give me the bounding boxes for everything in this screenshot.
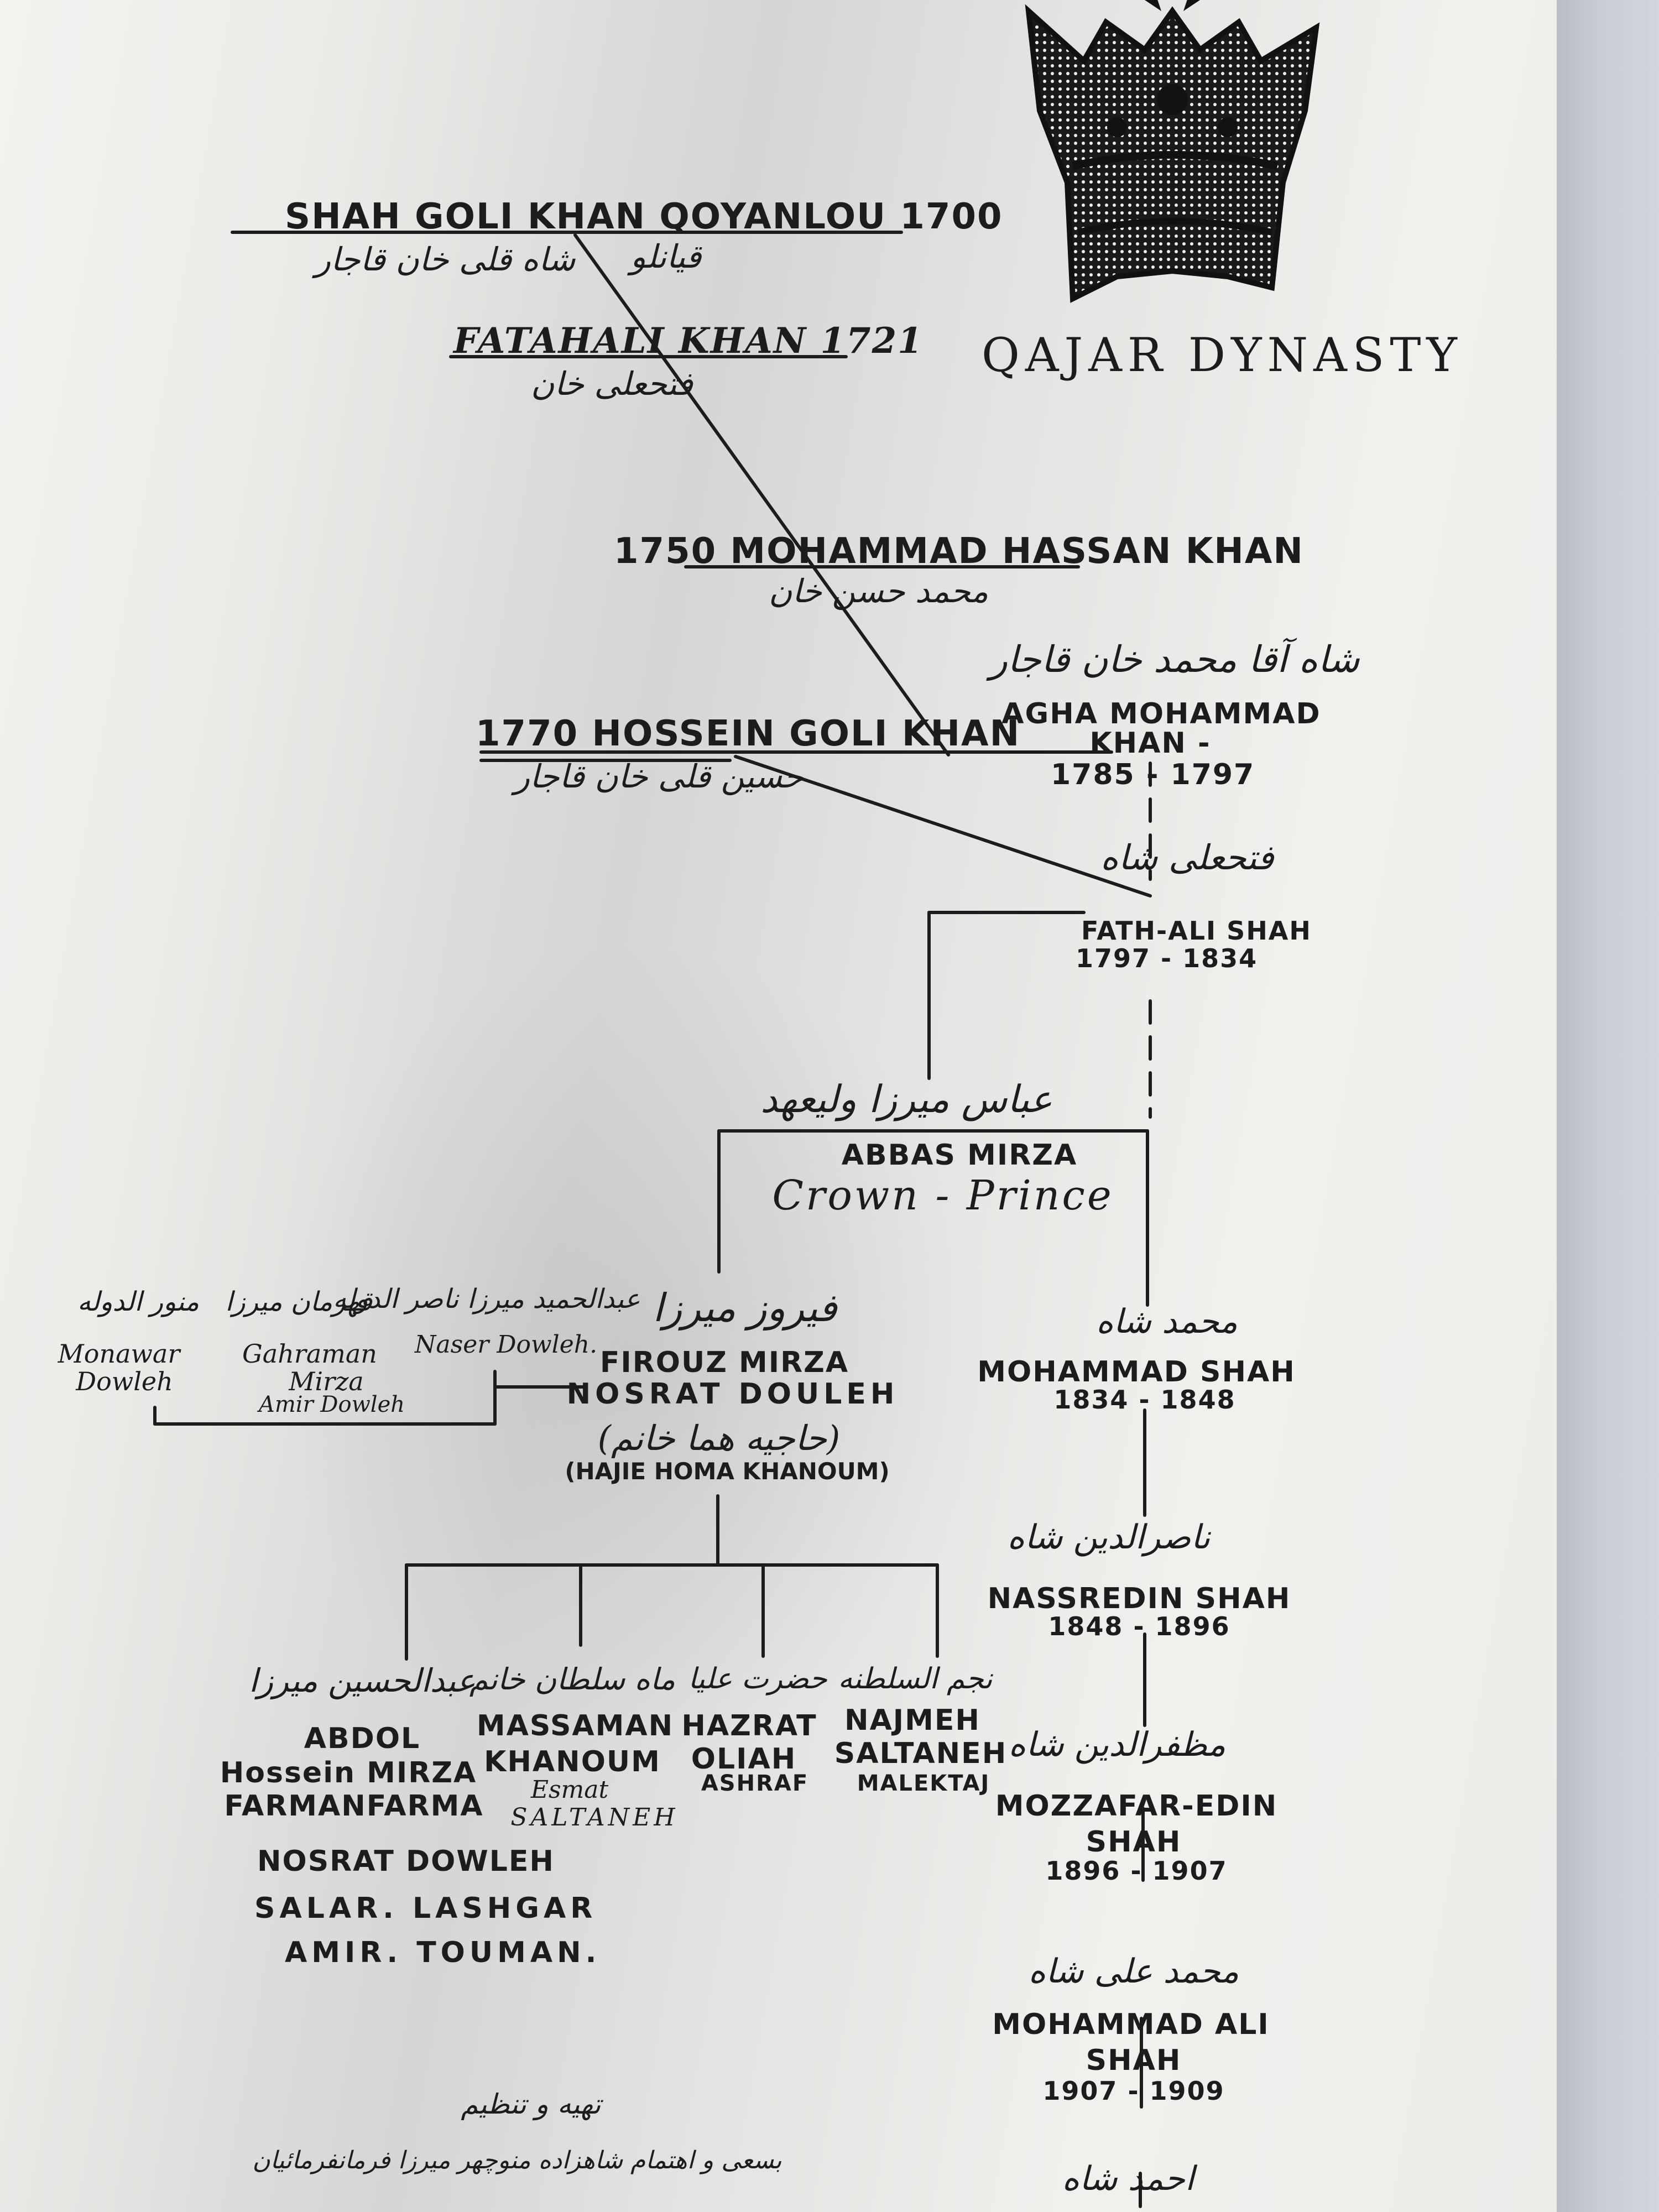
massaman-khanoum-line3: Esmat	[530, 1776, 609, 1804]
hazrat-oliah-persian: حضرت علیا	[688, 1662, 827, 1695]
naser-dowleh-persian: عبدالحمید میرزا ناصر الدوله	[333, 1284, 640, 1314]
mozzafar-edin-shah-persian: مظفرالدین شاه	[1008, 1725, 1226, 1764]
mozzafar-edin-shah-years: 1896 - 1907	[1045, 1856, 1228, 1886]
abdol-hossein-line1: ABDOL	[304, 1722, 421, 1755]
gahraman-mirza-line1: Gahraman	[242, 1339, 377, 1369]
ancestor-hossein-goli-khan-persian: حسین قلی خان قاجار	[514, 758, 804, 795]
abdol-title-3: AMIR. TOUMAN.	[285, 1936, 601, 1969]
abdol-title-2: SALAR. LASHGAR	[254, 1892, 597, 1925]
firouz-wife-persian: (حاجیه هما خانم)	[597, 1418, 841, 1458]
mohammad-ali-shah-name: MOHAMMAD ALI	[992, 2008, 1270, 2041]
abbas-mirza-name: ABBAS MIRZA	[841, 1139, 1078, 1172]
ancestor-shah-goli-khan: SHAH GOLI KHAN QOYANLOU 1700	[285, 196, 1003, 237]
abdol-title-1: NOSRAT DOWLEH	[257, 1845, 555, 1878]
diagram-title: QAJAR DYNASTY	[982, 328, 1463, 382]
mohammad-shah-years: 1834 - 1848	[1053, 1385, 1236, 1415]
mohammad-shah-name: MOHAMMAD SHAH	[977, 1355, 1296, 1389]
gahraman-mirza-persian: قهرمان میرزا	[225, 1286, 372, 1317]
footer-persian-line2: بسعی و اهتمام شاهزاده منوچهر میرزا فرمان…	[252, 2146, 782, 2174]
ahmad-shah-persian: احمد شاه	[1062, 2159, 1194, 2198]
mozzafar-edin-shah-name: MOZZAFAR-EDIN	[995, 1790, 1278, 1823]
ancestor-mohammad-hassan-khan-persian: محمد حسن خان	[769, 572, 989, 610]
crown-emblem-icon	[1025, 0, 1320, 303]
firouz-wife-name: (HAJIE HOMA KHANOUM)	[565, 1458, 890, 1485]
mohammad-shah-persian: محمد شاه	[1095, 1302, 1238, 1341]
fath-ali-shah-name: FATH-ALI SHAH	[1081, 916, 1312, 946]
page-shadow	[276, 940, 995, 1770]
hazrat-oliah-line3: ASHRAF	[701, 1771, 809, 1796]
ancestor-shah-goli-khan-persian: شاه قلی خان قاجار	[315, 241, 576, 278]
abbas-mirza-subtitle: Crown - Prince	[772, 1172, 1114, 1219]
mohammad-ali-shah-years: 1907 - 1909	[1042, 2076, 1225, 2106]
najmeh-saltaneh-line3: MALEKTAJ	[857, 1771, 990, 1796]
ancestor-qoyanlou-persian: قیانلو	[630, 238, 702, 275]
naser-dowleh-line1: Naser Dowleh.	[414, 1331, 598, 1359]
ancestor-fatahali-khan-persian: فتحعلی خان	[531, 365, 693, 403]
ancestor-mohammad-hassan-khan: 1750 MOHAMMAD HASSAN KHAN	[614, 531, 1304, 572]
massaman-khanoum-line1: MASSAMAN	[476, 1709, 674, 1743]
najmeh-saltaneh-persian: نجم السلطنه	[838, 1662, 993, 1695]
firouz-mirza-persian: فیروز میرزا	[653, 1285, 837, 1331]
fath-ali-shah-persian: فتحعلی شاه	[1100, 837, 1274, 878]
agha-mohammad-khan-name-line1: AGHA MOHAMMAD	[1001, 697, 1321, 731]
book-spine	[1557, 0, 1659, 2212]
hazrat-oliah-line1: HAZRAT	[681, 1709, 817, 1743]
massaman-khanoum-persian: ماه سلطان خانم	[469, 1662, 676, 1697]
ancestor-hossein-goli-khan: 1770 HOSSEIN GOLI KHAN	[476, 713, 1021, 754]
ancestor-fatahali-khan: FATAHALI KHAN 1721	[453, 320, 924, 362]
hazrat-oliah-line2: OLIAH	[691, 1743, 797, 1776]
fath-ali-shah-years: 1797 - 1834	[1076, 943, 1258, 973]
massaman-khanoum-line4: SALTANEH	[510, 1803, 679, 1832]
najmeh-saltaneh-line1: NAJMEH	[844, 1704, 980, 1737]
abdol-hossein-line2: Hossein MIRZA	[220, 1756, 477, 1790]
abbas-mirza-persian: عباس میرزا ولیعهد	[760, 1078, 1053, 1121]
agha-mohammad-khan-name-line2: KHAN -	[1089, 727, 1211, 760]
nassredin-shah-years: 1848 - 1896	[1048, 1611, 1230, 1641]
firouz-mirza-title: NOSRAT DOULEH	[566, 1378, 899, 1411]
monawar-dowleh-line2: Dowleh	[76, 1366, 173, 1396]
agha-mohammad-khan-years: 1785 - 1797	[1051, 758, 1255, 791]
monawar-dowleh-persian: منور الدوله	[77, 1286, 200, 1317]
firouz-mirza-name: FIROUZ MIRZA	[599, 1346, 849, 1379]
gahraman-mirza-line2: Mirza	[289, 1366, 364, 1396]
monawar-dowleh-line1: Monawar	[58, 1339, 180, 1369]
abdol-hossein-persian: عبدالحسین میرزا	[248, 1662, 476, 1699]
massaman-khanoum-line2: KHANOUM	[484, 1745, 661, 1778]
mohammad-ali-shah-name2: SHAH	[1086, 2044, 1182, 2077]
page-paper: QAJAR DYNASTY	[0, 0, 1557, 2212]
footer-persian-line1: تهیه و تنظیم	[461, 2088, 601, 2120]
abdol-hossein-line3: FARMANFARMA	[224, 1790, 484, 1823]
najmeh-saltaneh-line2: SALTANEH	[834, 1737, 1008, 1770]
agha-mohammad-khan-persian: شاه آقا محمد خان قاجار	[990, 638, 1360, 681]
nassredin-shah-persian: ناصرالدین شاه	[1007, 1518, 1211, 1557]
nassredin-shah-name: NASSREDIN SHAH	[987, 1582, 1291, 1615]
mohammad-ali-shah-persian: محمد علی شاه	[1028, 1952, 1239, 1991]
mozzafar-edin-shah-name2: SHAH	[1086, 1825, 1182, 1859]
gahraman-mirza-line3: Amir Dowleh	[258, 1392, 405, 1417]
family-tree-lines	[153, 231, 1152, 2208]
